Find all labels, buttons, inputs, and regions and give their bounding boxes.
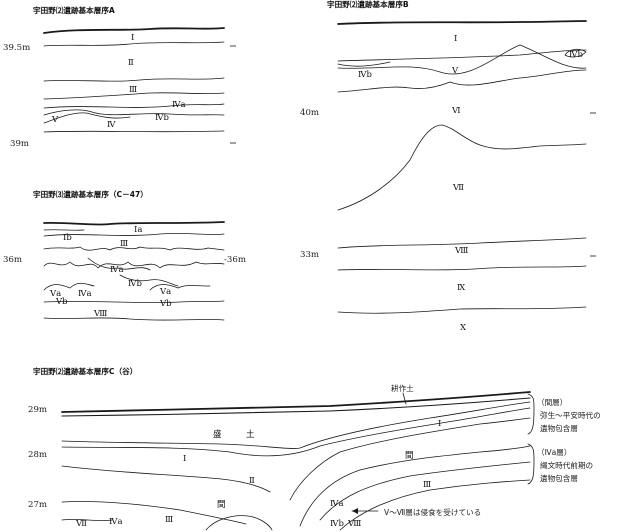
- panel-b-elev-33: 33m: [300, 250, 319, 260]
- panel-a-boundary-6: [44, 131, 224, 132]
- panel-c-erosion-note: Ⅴ～Ⅶ層は侵食を受けている: [384, 507, 481, 517]
- panel-b-layer-7: Ⅶ: [452, 183, 464, 193]
- panel-c-layer-1-left: Ⅰ: [183, 454, 186, 464]
- panel-c-surface-line: [62, 392, 530, 412]
- panel-c-layer-3-left: Ⅲ: [165, 515, 173, 525]
- panel-b-boundary-7: [338, 307, 586, 313]
- panel-c47: 宇田野⑶遺跡基本層序（C－47） 36m -36m Ⅰa Ⅰb Ⅲ Ⅳa Ⅳb …: [3, 189, 246, 320]
- panel-a-layer-1: Ⅰ: [131, 33, 134, 43]
- panel-c47-lens-va-right: [150, 285, 210, 291]
- panel-c-iva-desc-2: 遺物包含層: [540, 473, 578, 483]
- panel-b-layer-6: Ⅵ: [451, 106, 461, 116]
- panel-c-layer-8: Ⅷ: [347, 519, 361, 529]
- panel-c47-elev-36-right: -36m: [224, 255, 246, 265]
- panel-c-layer-3-right: Ⅲ: [423, 480, 431, 490]
- panel-b-title: 宇田野⑵遺跡基本層序B: [327, 0, 409, 9]
- panel-c47-boundary-2-jagged: [44, 247, 224, 250]
- panel-b-layer-4b-left: Ⅳb: [358, 70, 372, 80]
- panel-c47-layer-4b: Ⅳb: [128, 279, 142, 289]
- panel-c-layer-4a-left: Ⅳa: [109, 517, 123, 527]
- panel-b-elev-40: 40m: [300, 108, 319, 118]
- panel-c-erosion-arrowhead: [352, 508, 358, 514]
- panel-c47-elev-36: 36m: [3, 255, 22, 265]
- panel-c47-layer-4a-1: Ⅳa: [110, 265, 124, 275]
- panel-c-layer-4b: Ⅳb: [330, 519, 344, 529]
- panel-c47-layer-3: Ⅲ: [120, 239, 128, 249]
- panel-b-layer-5: Ⅴ: [451, 66, 459, 76]
- panel-b-layer-1: Ⅰ: [454, 34, 457, 44]
- panel-c-gap-label: （間層）: [537, 398, 567, 407]
- panel-c-layer-2: Ⅱ: [249, 476, 255, 486]
- panel-a: 宇田野⑵遺跡基本層序A 39.5m 39m Ⅰ Ⅱ Ⅲ Ⅳa Ⅳb Ⅴ Ⅳ: [3, 5, 236, 149]
- panel-b-boundary-6: [338, 266, 586, 270]
- panel-c-elev-28: 28m: [28, 450, 47, 460]
- panel-c-title: 宇田野⑵遺跡基本層序C（谷）: [33, 366, 137, 376]
- panel-c47-layer-5b-2: Ⅴb: [159, 299, 172, 309]
- panel-a-layer-5: Ⅴ: [51, 115, 59, 125]
- panel-c47-boundary-5: [44, 318, 224, 320]
- panel-b-lens-ivb-left: [338, 62, 390, 66]
- panel-c-layer-fill-1: 盛: [213, 429, 222, 440]
- panel-b-boundary-1: [338, 50, 586, 61]
- panel-a-elev-39: 39m: [10, 139, 29, 149]
- panel-c-boundary-2-left: [62, 466, 270, 492]
- panel-b-layer-10: Ⅹ: [460, 323, 467, 333]
- panel-a-elev-39-5: 39.5m: [3, 43, 30, 53]
- panel-a-boundary-4: [44, 104, 224, 108]
- panel-c47-boundary-4: [44, 301, 224, 303]
- panel-c-elev-29: 29m: [28, 405, 47, 415]
- panel-c47-layer-4a-2: Ⅳa: [78, 289, 92, 299]
- panel-b: 宇田野⑵遺跡基本層序B 40m 33m Ⅰ Ⅳb Ⅳb Ⅴ Ⅵ Ⅶ Ⅷ Ⅸ Ⅹ: [300, 0, 596, 333]
- panel-c-bracket-gap: [528, 394, 534, 434]
- panel-b-boundary-4: [338, 125, 586, 210]
- panel-a-title: 宇田野⑵遺跡基本層序A: [33, 5, 115, 15]
- panel-a-layer-4a: Ⅳa: [172, 100, 186, 110]
- panel-c-boundary-fill-base: [62, 402, 530, 448]
- panel-c47-layer-5a-2: Ⅴa: [159, 287, 171, 297]
- panel-c-iva-desc-1: 縄文時代前期の: [540, 460, 593, 470]
- panel-c47-boundary-3-jagged: [44, 262, 224, 268]
- panel-c-layer-7: Ⅶ: [75, 519, 87, 529]
- panel-c-iva-label: （Ⅳa層）: [537, 448, 571, 457]
- panel-c: 宇田野⑵遺跡基本層序C（谷） 29m 28m 27m 耕作土 （間層） 弥生～平…: [28, 366, 601, 530]
- panel-c-gap-desc-1: 弥生～平安時代の: [540, 410, 601, 420]
- panel-c47-layer-5b-1: Ⅴb: [55, 297, 68, 307]
- panel-c47-title: 宇田野⑶遺跡基本層序（C－47）: [33, 189, 148, 199]
- panel-c-layer-1-right: Ⅰ: [438, 419, 441, 429]
- panel-c-layer-gap-right: 間: [405, 451, 414, 461]
- panel-c-layer-gap-left: 間: [217, 500, 226, 510]
- panel-a-layer-3: Ⅲ: [129, 85, 137, 95]
- panel-c-layer-4a-right: Ⅳa: [330, 499, 344, 509]
- panel-c-layer-fill-2: 土: [246, 429, 255, 440]
- panel-c-elev-27: 27m: [28, 500, 47, 510]
- panel-a-boundary-2: [44, 78, 224, 81]
- panel-b-layer-8: Ⅷ: [454, 246, 468, 256]
- panel-b-surface-line: [338, 21, 586, 24]
- panel-c-bracket-iva: [528, 444, 534, 484]
- panel-c47-layer-8: Ⅷ: [93, 309, 107, 319]
- panel-c47-layer-ia: Ⅰa: [134, 225, 142, 235]
- panel-a-layer-4: Ⅳ: [107, 120, 116, 130]
- panel-c-lens-gap: [206, 516, 272, 530]
- panel-c-lens-vii: [62, 519, 112, 520]
- panel-c-gap-desc-2: 遺物包含層: [540, 423, 578, 433]
- panel-c47-lens-ia: [44, 230, 84, 231]
- panel-b-layer-9: Ⅸ: [457, 283, 466, 293]
- panel-c47-layer-ib: Ⅰb: [63, 233, 72, 243]
- panel-a-layer-4b: Ⅳb: [155, 113, 169, 123]
- panel-b-layer-4b-right: Ⅳb: [569, 50, 583, 60]
- panel-a-layer-2: Ⅱ: [128, 58, 134, 68]
- panel-c-cultivated-label: 耕作土: [391, 383, 414, 393]
